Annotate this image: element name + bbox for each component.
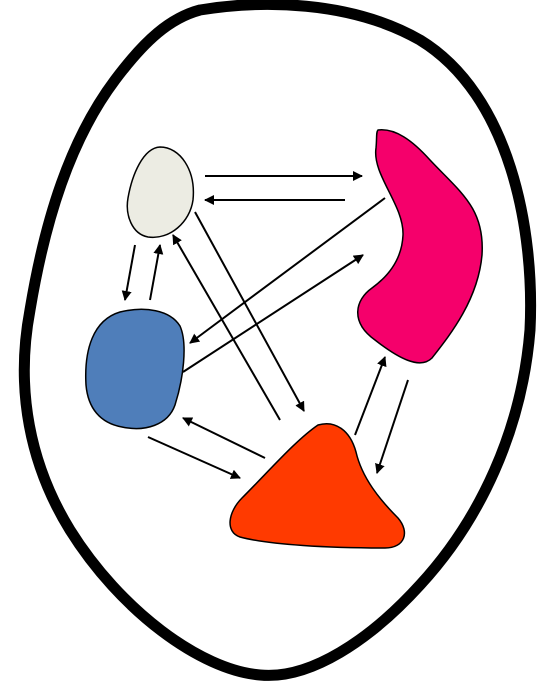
node-blue [86,309,184,428]
